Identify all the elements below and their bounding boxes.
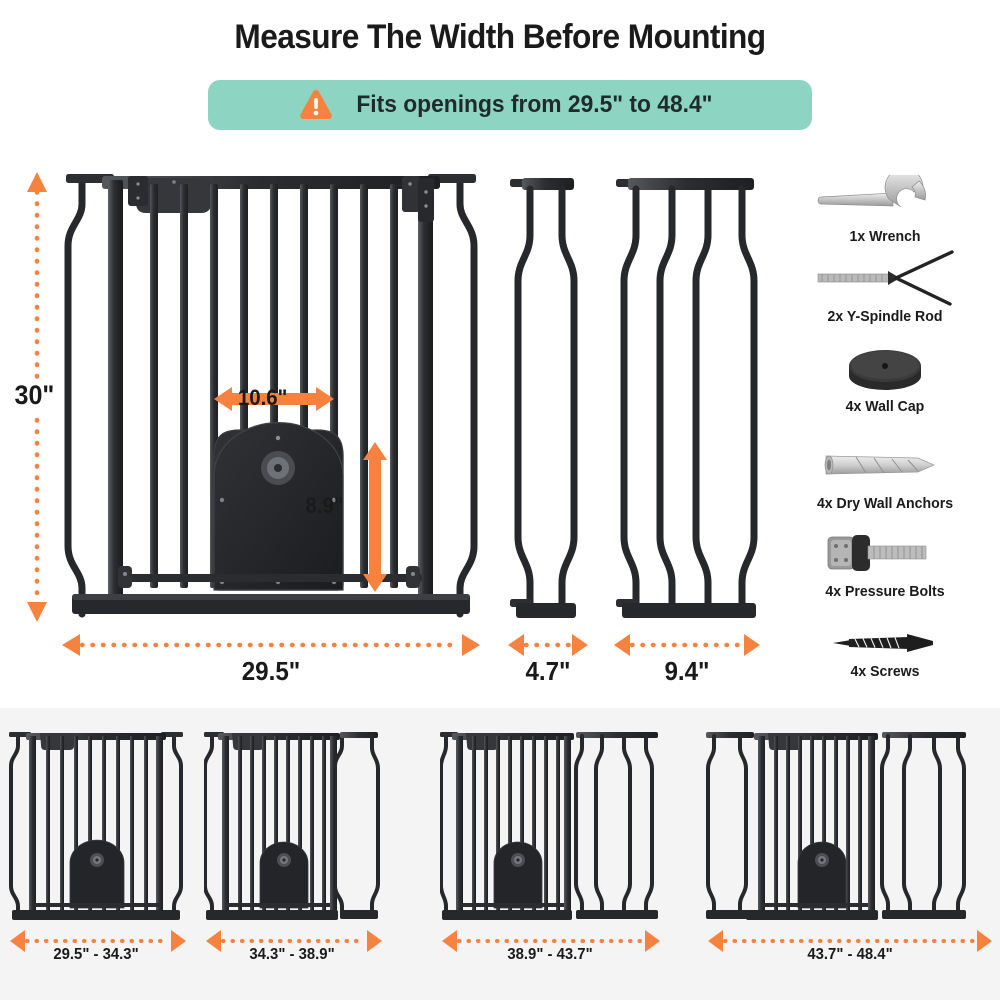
config-2-range-arrow bbox=[206, 930, 382, 952]
config-gate-2-illustration bbox=[204, 730, 380, 920]
warning-triangle-icon bbox=[299, 90, 332, 119]
main-gate-illustration bbox=[62, 170, 480, 622]
height-dimension-arrow bbox=[26, 172, 48, 622]
config-4-range-arrow bbox=[708, 930, 992, 952]
drywall-anchor-icon bbox=[824, 455, 935, 475]
part-wall-cap: 4x Wall Cap bbox=[785, 340, 985, 415]
configurations-strip: 29.5" - 34.3" bbox=[0, 708, 1000, 1000]
config-range-label: 29.5" - 34.3" bbox=[53, 946, 139, 963]
screw-icon bbox=[833, 634, 933, 652]
config-gate-4-illustration bbox=[706, 730, 994, 920]
small-extension-width-arrow bbox=[508, 634, 588, 656]
large-extension-width-label: 9.4" bbox=[664, 656, 710, 686]
small-extension-illustration bbox=[508, 175, 580, 622]
config-range-label: 34.3" - 38.9" bbox=[249, 946, 335, 963]
part-label: 4x Screws bbox=[850, 663, 920, 680]
large-extension-illustration bbox=[614, 175, 760, 622]
y-spindle-rod-icon bbox=[817, 250, 954, 306]
screw-icon-wrap bbox=[785, 625, 985, 661]
part-label: 1x Wrench bbox=[849, 228, 921, 245]
part-pressure-bolts: 4x Pressure Bolts bbox=[785, 525, 985, 600]
main-gate-width-arrow bbox=[62, 634, 480, 656]
drywall-anchor-icon-wrap bbox=[785, 437, 985, 493]
page-title: Measure The Width Before Mounting bbox=[234, 18, 766, 56]
main-gate-width-label: 29.5" bbox=[241, 656, 301, 686]
part-y-spindle-rod: 2x Y-Spindle Rod bbox=[785, 250, 985, 325]
part-drywall-anchors: 4x Dry Wall Anchors bbox=[785, 437, 985, 512]
wrench-icon-wrap bbox=[785, 170, 985, 226]
pressure-bolt-icon bbox=[827, 535, 927, 571]
fit-range-banner: Fits openings from 29.5" to 48.4" bbox=[208, 80, 812, 130]
y-spindle-rod-icon-wrap bbox=[785, 250, 985, 306]
pressure-bolt-icon-wrap bbox=[785, 525, 985, 581]
config-gate-only-illustration bbox=[8, 730, 184, 920]
height-dimension-label: 30" bbox=[14, 380, 55, 410]
wall-cap-icon bbox=[849, 350, 921, 390]
part-label: 4x Wall Cap bbox=[845, 398, 925, 415]
part-label: 2x Y-Spindle Rod bbox=[827, 308, 943, 325]
pet-door-height-arrow bbox=[360, 442, 390, 592]
pet-door-width-arrow bbox=[214, 384, 334, 414]
config-1-range-arrow bbox=[10, 930, 186, 952]
pet-door-width-label: 10.6" bbox=[237, 385, 288, 410]
pet-door-height-label: 8.9" bbox=[305, 493, 344, 518]
config-3-range-arrow bbox=[442, 930, 660, 952]
part-label: 4x Dry Wall Anchors bbox=[816, 495, 954, 512]
banner-text: Fits openings from 29.5" to 48.4" bbox=[355, 91, 713, 118]
wrench-icon bbox=[817, 175, 926, 208]
config-range-label: 38.9" - 43.7" bbox=[507, 946, 593, 963]
wall-cap-icon-wrap bbox=[785, 340, 985, 396]
config-gate-3-illustration bbox=[440, 730, 660, 920]
part-screws: 4x Screws bbox=[785, 625, 985, 680]
large-extension-width-arrow bbox=[614, 634, 760, 656]
part-label: 4x Pressure Bolts bbox=[825, 583, 945, 600]
part-wrench: 1x Wrench bbox=[785, 170, 985, 245]
config-range-label: 43.7" - 48.4" bbox=[807, 946, 893, 963]
small-extension-width-label: 4.7" bbox=[525, 656, 571, 686]
